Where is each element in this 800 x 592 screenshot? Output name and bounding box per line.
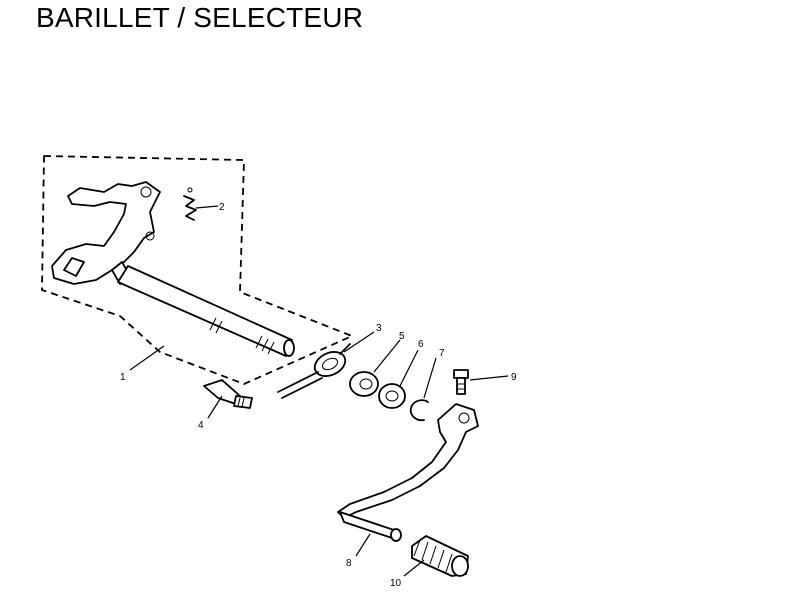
callout-10: 10 bbox=[390, 578, 402, 589]
callout-2: 2 bbox=[219, 202, 225, 213]
part-3-return-spring bbox=[277, 343, 351, 399]
assembly-boundary bbox=[41, 155, 355, 385]
callout-5: 5 bbox=[399, 331, 405, 342]
part-5-seal bbox=[349, 371, 379, 397]
callout-4: 4 bbox=[198, 420, 204, 431]
callout-1: 1 bbox=[120, 372, 126, 383]
part-9-bolt bbox=[453, 369, 469, 395]
callout-6: 6 bbox=[418, 339, 424, 350]
part-4-pin bbox=[203, 379, 253, 409]
callout-8: 8 bbox=[346, 558, 352, 569]
part-2-spring bbox=[183, 187, 197, 221]
leader-lines bbox=[129, 205, 509, 577]
part-10-pedal-rubber bbox=[411, 535, 469, 577]
page-title: BARILLET / SELECTEUR bbox=[36, 2, 364, 33]
part-6-washer bbox=[378, 383, 406, 409]
part-1-shift-shaft bbox=[51, 181, 295, 357]
part-7-circlip bbox=[409, 399, 429, 422]
callout-3: 3 bbox=[376, 323, 382, 334]
callout-7: 7 bbox=[439, 348, 445, 359]
callout-9: 9 bbox=[511, 372, 517, 383]
part-8-shift-lever bbox=[337, 403, 479, 542]
